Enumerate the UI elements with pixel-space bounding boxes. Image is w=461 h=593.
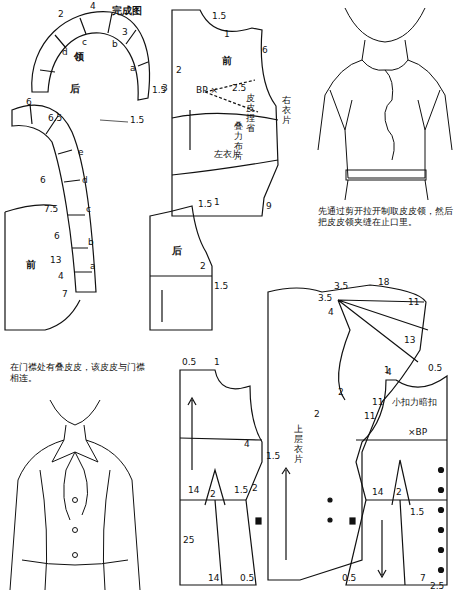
dimension-label: 1.5 — [130, 116, 144, 125]
grain-line — [282, 468, 290, 560]
dimension-label: 后 — [70, 84, 80, 95]
dimension-label: 1 — [384, 366, 390, 375]
dimension-label: 1 — [214, 198, 220, 207]
dimension-label: 2 — [200, 262, 206, 271]
dimension-label: 7.5 — [44, 205, 58, 214]
front-piece — [5, 205, 80, 330]
dimension-label: d — [62, 48, 68, 57]
dimension-label: 2 — [252, 484, 258, 493]
dimension-label: 1 — [224, 30, 230, 39]
dimension-label: 2 — [210, 490, 216, 499]
dimension-label: 1.5 — [410, 508, 424, 517]
dimension-label: 13 — [404, 336, 415, 345]
dimension-label: c — [86, 205, 91, 214]
notch — [350, 518, 355, 524]
dimension-label: 完成图 — [112, 6, 142, 17]
dimension-label: b — [88, 238, 94, 247]
dimension-label: a — [130, 64, 136, 73]
dimension-label: 3.5 — [318, 294, 332, 303]
dimension-label: d — [82, 176, 88, 185]
dimension-label: 14 — [372, 488, 383, 497]
dimension-label: 11 — [408, 298, 419, 307]
dimension-label: 1.5 — [266, 452, 280, 461]
dimension-label: 1.5 — [212, 12, 226, 21]
dimension-label: 4 — [328, 308, 334, 317]
dimension-label: 18 — [378, 278, 389, 287]
dimension-label: 1.5 — [214, 282, 228, 291]
dimension-label: 小扣力暗扣 — [392, 398, 437, 407]
dimension-label: 3 — [162, 84, 168, 93]
dimension-label: 左衣片 — [214, 150, 241, 159]
dimension-label: 上层衣片 — [294, 425, 303, 465]
dimension-label: 3.5 — [334, 282, 348, 291]
dimension-label: 4 — [58, 272, 64, 281]
dimension-label: 领 — [74, 52, 84, 63]
dimension-label: 4 — [90, 2, 96, 11]
front-bodice — [346, 376, 447, 585]
dimension-label: 0.5 — [240, 574, 254, 583]
notch — [256, 518, 261, 524]
dimension-label: 6 — [40, 176, 46, 185]
dimension-label: 7 — [420, 574, 426, 583]
dimension-label: 2.5 — [232, 84, 246, 93]
dimension-label: 6 — [54, 232, 60, 241]
dimension-label: a — [90, 262, 96, 271]
back-bodice — [180, 370, 262, 585]
dimension-label: c — [82, 38, 87, 47]
dimension-label: 6.5 — [48, 114, 62, 123]
dimension-label: 3 — [122, 28, 128, 37]
slash-lines — [338, 300, 428, 400]
dimension-label: 右衣片 — [282, 96, 291, 126]
dimension-label: 2 — [338, 388, 344, 397]
construction-lines — [356, 440, 447, 585]
figure-sketch-1 — [318, 8, 452, 200]
dimension-label: BP × — [196, 86, 218, 95]
dimension-label: e — [78, 148, 84, 157]
leader — [100, 120, 128, 122]
back-piece — [150, 206, 212, 330]
dimension-label: 0.5 — [428, 364, 442, 373]
dimension-label: 9 — [266, 202, 272, 211]
note-text: 在门襟处有叠皮皮，该皮皮与门襟相连。 — [10, 362, 146, 385]
dimension-label: 2 — [176, 66, 182, 75]
dimension-label: 14 — [188, 486, 199, 495]
front-piece-top — [172, 10, 278, 216]
dimension-label: 2 — [58, 10, 64, 19]
dimension-label: b — [112, 40, 118, 49]
dimension-label: 11 — [364, 412, 375, 421]
figure-sketch-2 — [10, 400, 140, 590]
dimension-label: 4 — [244, 440, 250, 449]
dimension-label: 7 — [62, 290, 68, 299]
dimension-label: 11 — [372, 398, 383, 407]
dimension-label: 前 — [26, 260, 36, 271]
dimension-label: 前 — [222, 56, 232, 67]
dimension-label: ×BP — [408, 428, 427, 437]
collar-strip — [12, 105, 96, 292]
grain-line — [188, 398, 196, 470]
dimension-label: 后 — [172, 246, 182, 257]
dimension-label: 13 — [50, 256, 61, 265]
dimension-label: 1.5 — [198, 200, 212, 209]
dimension-label: 0.5 — [342, 574, 356, 583]
dimension-label: 2 — [396, 488, 402, 497]
dimension-label: 25 — [183, 536, 194, 545]
strip-divisions — [30, 104, 92, 272]
dimension-label: 1.5 — [234, 486, 248, 495]
collar-piece — [32, 12, 150, 100]
buttons — [439, 468, 444, 573]
style-lines — [172, 110, 278, 175]
dimension-label: 皮皮捏省 — [246, 94, 255, 134]
dimension-label: 6 — [262, 46, 268, 55]
dimension-label: 1 — [214, 358, 220, 367]
dimension-label: 2.5 — [430, 582, 444, 591]
grain-line — [378, 520, 386, 577]
note-text: 先通过剪开拉开制取皮皮领，然后把皮皮领夹缝在止口里。 — [318, 206, 454, 229]
dimension-label: 6 — [26, 98, 32, 107]
dimension-label: 2 — [314, 410, 320, 419]
dimension-label: 14 — [208, 574, 219, 583]
dimension-label: 0.5 — [182, 358, 196, 367]
